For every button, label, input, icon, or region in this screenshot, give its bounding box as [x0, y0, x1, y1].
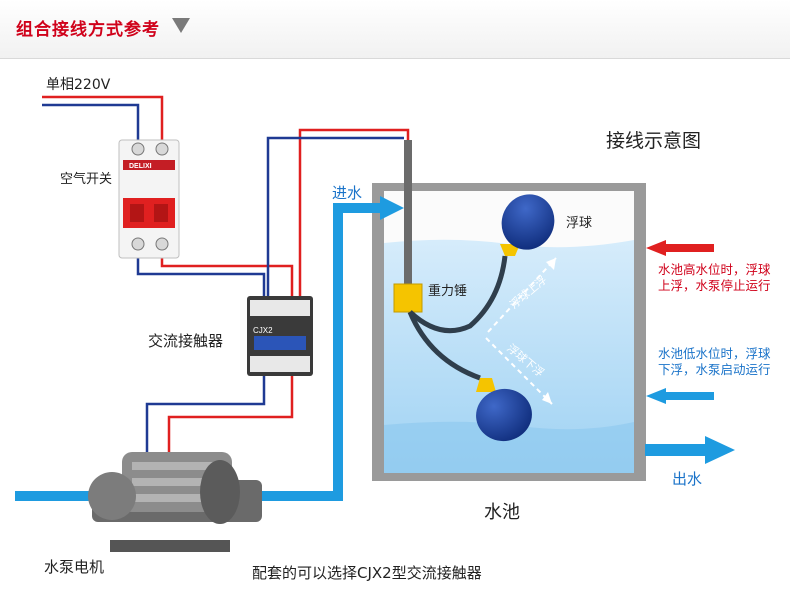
high-level-arrow-icon	[646, 240, 714, 256]
float-label: 浮球	[566, 216, 593, 231]
triangle-down-icon	[172, 18, 190, 33]
outlet-pipe	[645, 444, 707, 456]
float-ball-high	[501, 194, 555, 250]
air-breaker: DELIXI	[118, 139, 180, 259]
float-switch	[393, 140, 555, 442]
ac-contactor: CJX2	[247, 296, 313, 376]
contactor-model: CJX2	[253, 326, 273, 335]
power-wires	[42, 95, 410, 456]
section-title: 组合接线方式参考	[16, 20, 160, 40]
inlet-arrow-icon	[380, 196, 404, 220]
pump-motor	[88, 452, 262, 552]
power-label: 单相220V	[46, 77, 111, 93]
outlet-label: 出水	[672, 470, 703, 488]
pump-label: 水泵电机	[44, 558, 105, 576]
breaker-brand: DELIXI	[129, 163, 152, 170]
weight-label: 重力锤	[428, 284, 468, 299]
contactor-label: 交流接触器	[148, 332, 224, 350]
footer-note: 配套的可以选择CJX2型交流接触器	[252, 564, 482, 582]
low-note-line2: 下浮，水泵启动运行	[658, 362, 771, 377]
breaker-label: 空气开关	[60, 172, 113, 187]
diagram-title: 接线示意图	[606, 130, 702, 152]
low-level-arrow-icon	[646, 388, 714, 404]
motion-arrows	[485, 257, 557, 405]
low-note-line1: 水池低水位时，浮球	[658, 346, 771, 361]
tank-label: 水池	[484, 502, 520, 523]
float-ball-low	[476, 388, 532, 442]
outlet-arrow-icon	[705, 436, 735, 464]
weight	[393, 283, 423, 313]
section-header: 组合接线方式参考	[0, 0, 790, 59]
high-note-line2: 上浮，水泵停止运行	[658, 278, 771, 293]
inlet-label: 进水	[332, 184, 363, 202]
high-note-line1: 水池高水位时，浮球	[658, 262, 771, 277]
water-pipes	[15, 196, 735, 501]
